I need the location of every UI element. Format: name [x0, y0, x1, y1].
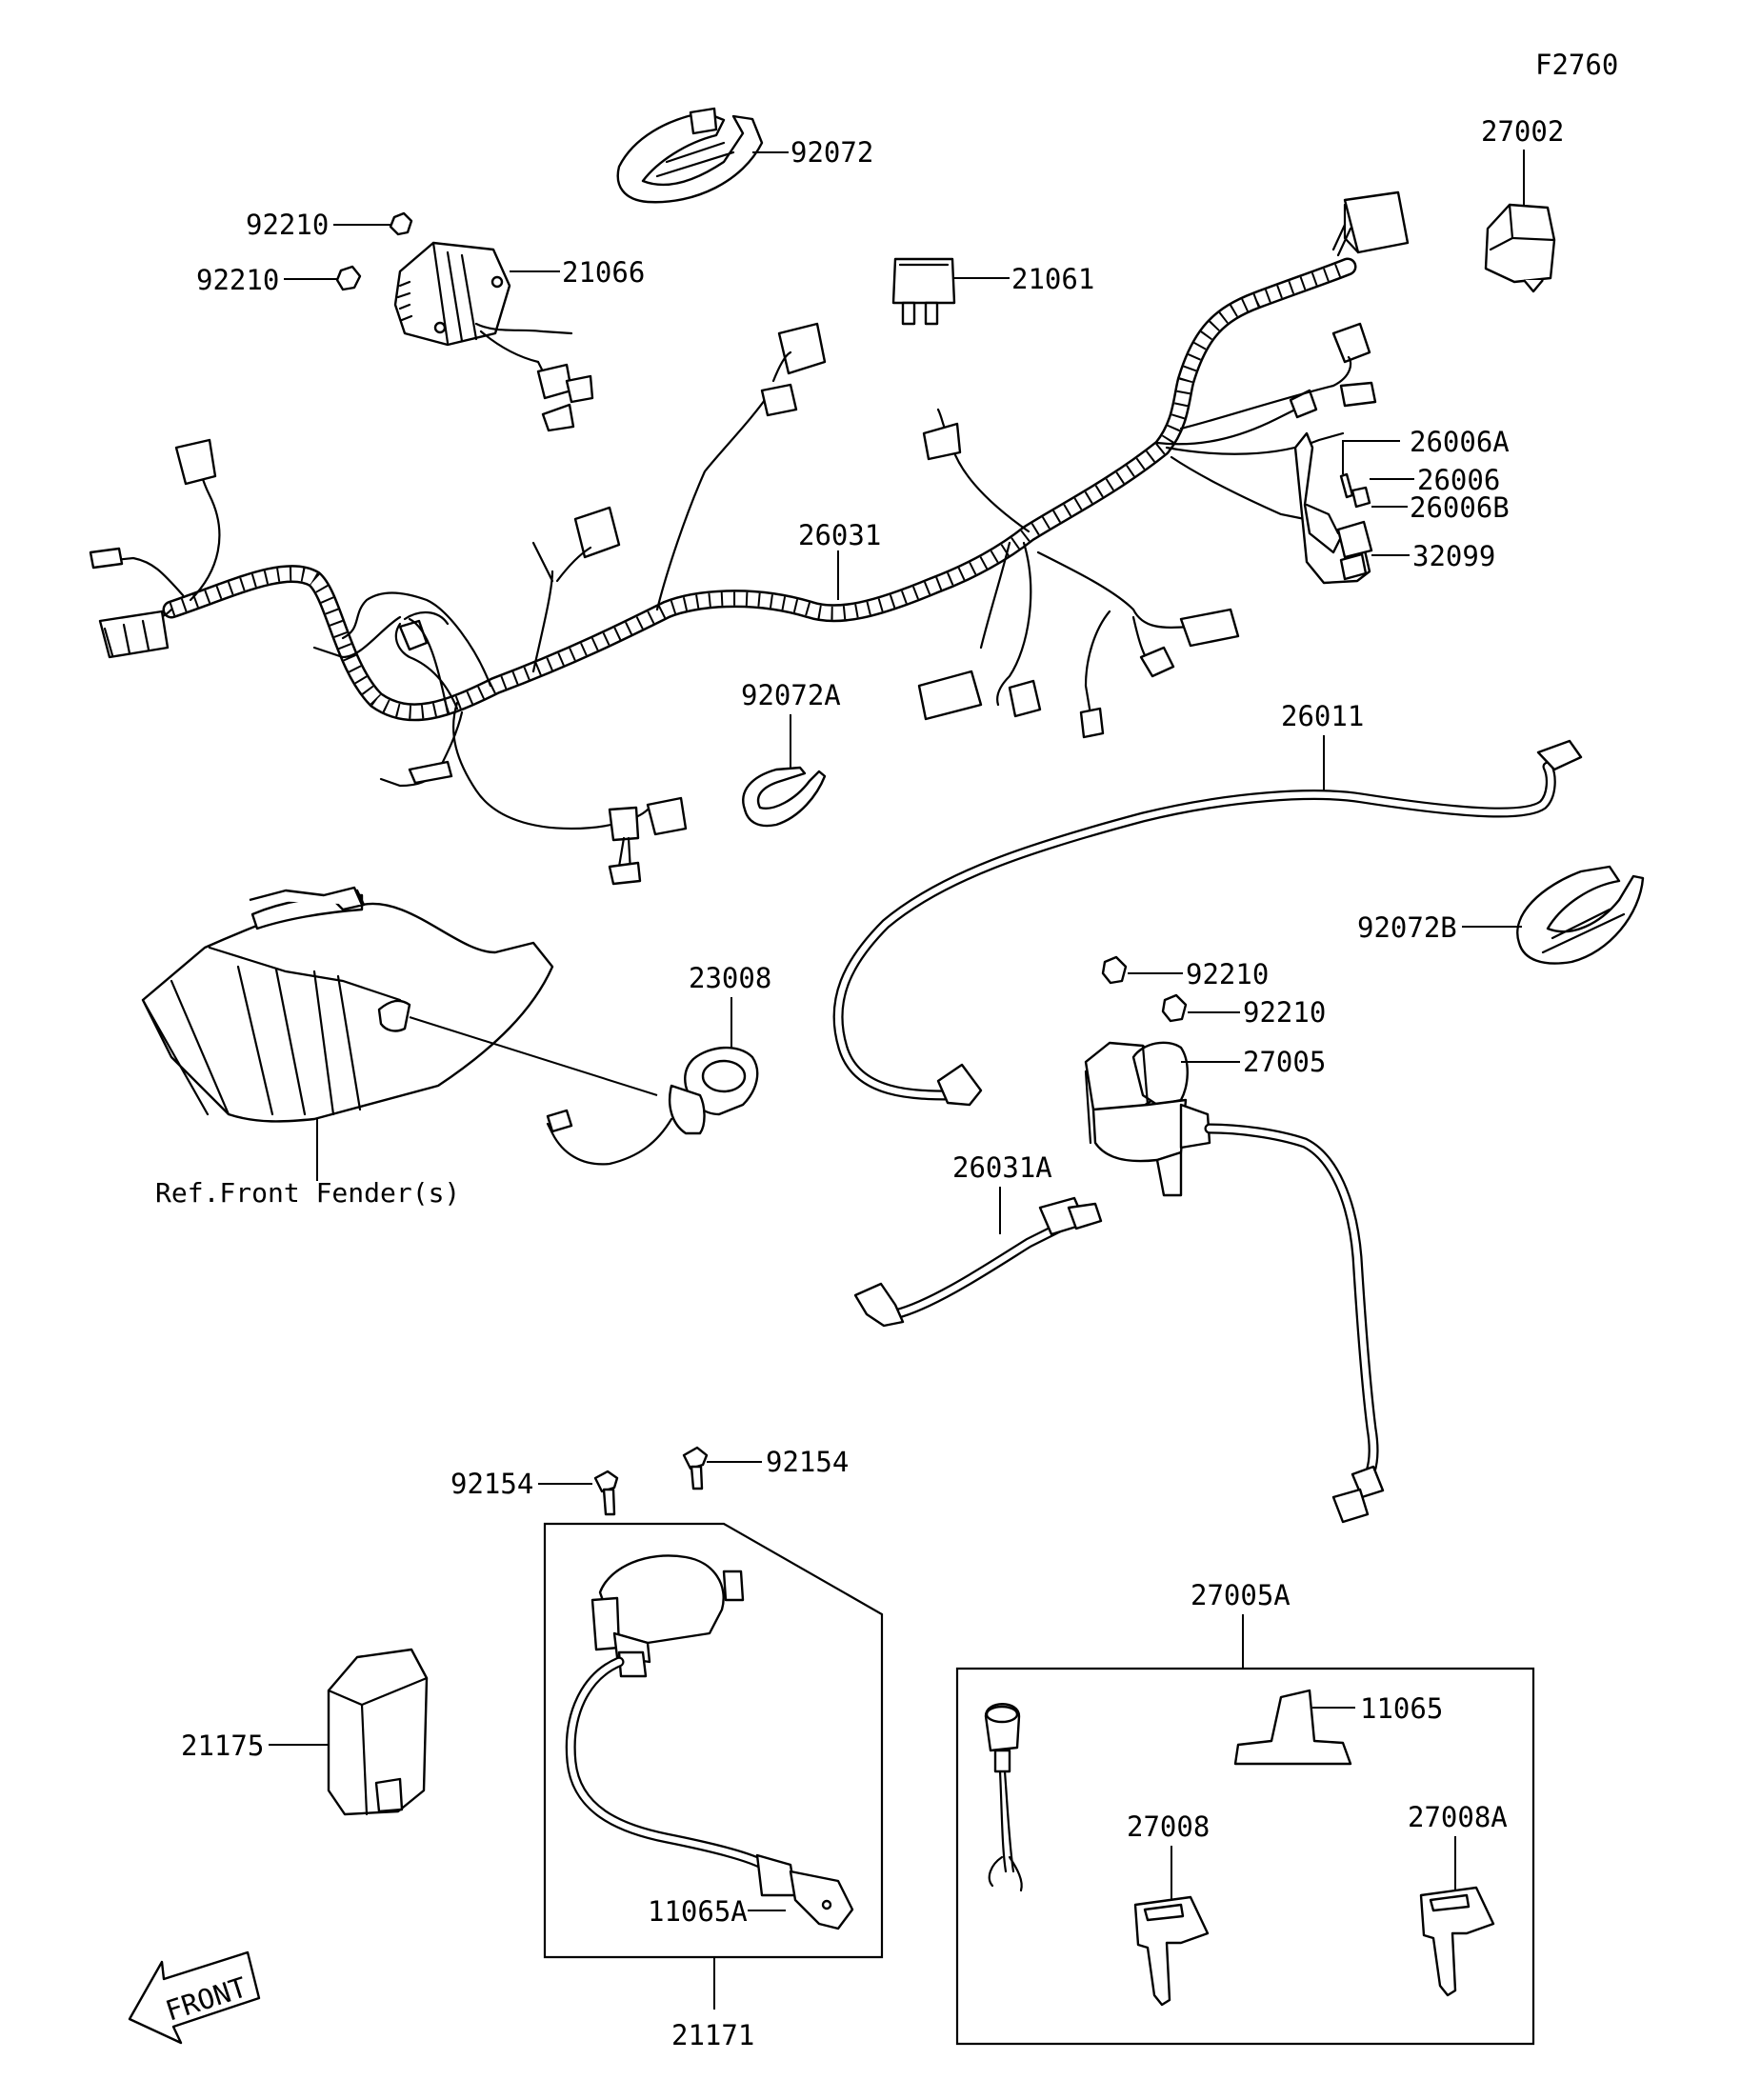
wire-harness-26031[interactable] — [89, 190, 1410, 886]
terminal-26006[interactable] — [1339, 472, 1371, 509]
label-92072b: 92072B — [1357, 911, 1457, 944]
figure-code: F2760 — [1535, 49, 1618, 81]
label-26031: 26031 — [798, 519, 881, 551]
label-92210-b: 92210 — [196, 264, 279, 296]
nut-92210-d[interactable] — [1161, 993, 1188, 1023]
sub-harness-26031a[interactable] — [853, 1196, 1103, 1328]
box-27005a — [955, 1667, 1535, 2046]
label-92210-d: 92210 — [1243, 996, 1326, 1029]
nut-92210-b[interactable] — [335, 265, 362, 291]
relay-27002[interactable] — [1484, 203, 1556, 293]
ref-front-fender-label: Ref.Front Fender(s) — [155, 1177, 460, 1209]
label-32099: 32099 — [1412, 540, 1495, 572]
clamp-92072[interactable] — [616, 107, 764, 204]
key-cylinder[interactable] — [984, 1703, 1023, 1892]
ignition-switch-27005[interactable] — [1084, 1041, 1211, 1197]
label-21066: 21066 — [562, 256, 645, 289]
cdi-unit-21175[interactable] — [327, 1648, 429, 1816]
label-27008a: 27008A — [1408, 1801, 1508, 1833]
box-21171 — [543, 1522, 884, 1959]
label-27008: 27008 — [1127, 1810, 1210, 1843]
screw-92154-b[interactable] — [682, 1446, 709, 1490]
clamp-92072a[interactable] — [742, 766, 827, 828]
spark-plug-cap[interactable] — [565, 1656, 854, 1930]
front-direction-arrow: FRONT — [128, 1950, 261, 2045]
ignition-coil[interactable] — [590, 1554, 745, 1678]
regulator-21066[interactable] — [393, 241, 594, 432]
lead-wire-26011[interactable] — [832, 739, 1583, 1107]
label-23008: 23008 — [689, 962, 771, 994]
label-11065a: 11065A — [648, 1895, 748, 1928]
label-26031a: 26031A — [952, 1151, 1052, 1184]
front-fender-reference — [141, 886, 554, 1123]
label-26006b: 26006B — [1410, 491, 1510, 524]
label-27005a: 27005A — [1191, 1579, 1291, 1611]
screw-92154-a[interactable] — [593, 1470, 619, 1516]
nut-92210-c[interactable] — [1101, 955, 1128, 985]
label-26006a: 26006A — [1410, 426, 1510, 458]
key-27008[interactable] — [1133, 1895, 1210, 2007]
label-27002: 27002 — [1481, 115, 1564, 148]
label-26011: 26011 — [1281, 700, 1364, 732]
label-92210-a: 92210 — [246, 209, 329, 241]
ignition-switch-cable — [1204, 1123, 1385, 1524]
socket-23008[interactable] — [546, 1046, 759, 1166]
key-27008a[interactable] — [1419, 1886, 1495, 1997]
fuse-21061[interactable] — [891, 257, 956, 326]
label-21171: 21171 — [671, 2019, 754, 2051]
label-27005: 27005 — [1243, 1046, 1326, 1078]
leader-fender-to-socket — [409, 1016, 658, 1096]
label-21061: 21061 — [1011, 263, 1094, 295]
nut-92210-a[interactable] — [389, 211, 413, 236]
label-92154-a: 92154 — [450, 1468, 533, 1500]
clamp-92072b[interactable] — [1516, 865, 1645, 965]
label-92072: 92072 — [790, 136, 873, 169]
label-11065: 11065 — [1360, 1692, 1443, 1725]
label-92072a: 92072A — [741, 679, 841, 711]
leader-26006a — [1342, 440, 1400, 474]
switch-32099[interactable] — [1293, 431, 1373, 585]
label-92210-c: 92210 — [1186, 958, 1269, 990]
label-92154-b: 92154 — [766, 1446, 849, 1478]
label-21175: 21175 — [181, 1730, 264, 1762]
label-26006: 26006 — [1417, 464, 1500, 496]
key-cap-11065[interactable] — [1233, 1689, 1352, 1766]
